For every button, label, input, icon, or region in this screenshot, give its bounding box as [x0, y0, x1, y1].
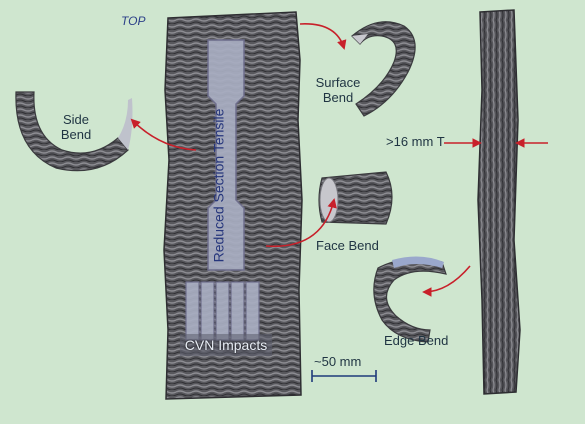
reduced-section-tensile-label: Reduced Section Tensile [210, 108, 227, 263]
surface-bend-label: Surface Bend [312, 75, 364, 105]
specimen-arrows [130, 23, 548, 297]
cvn-impacts-label: CVN Impacts [184, 337, 268, 353]
cvn-label-backing [180, 334, 272, 356]
scale-bar [311, 370, 377, 382]
scale-label: ~50 mm [314, 354, 362, 369]
arrow-surface-bend [299, 23, 347, 50]
side-bend-label-line1: Side [62, 112, 90, 127]
side-bend-specimen [15, 91, 133, 172]
tensile-specimen [207, 39, 245, 271]
side-bend-label-line2: Bend [60, 127, 92, 142]
face-bend-specimen [318, 171, 393, 225]
face-bend-label: Face Bend [316, 238, 379, 253]
edge-bend-label: Edge Bend [384, 333, 449, 348]
side-view-strip [477, 9, 521, 395]
surface-bend-label-line1: Surface [315, 75, 361, 90]
arrow-edge-bend [422, 265, 471, 297]
surface-bend-specimen [351, 21, 416, 117]
arrow-face-bend [265, 198, 337, 248]
surface-bend-label-line2: Bend [322, 90, 354, 105]
edge-bend-specimen [373, 256, 447, 343]
thickness-label: >16 mm T [386, 134, 445, 149]
side-bend-label: Side Bend [56, 112, 96, 142]
arrow-side-bend [130, 118, 197, 151]
top-label: TOP [121, 14, 146, 28]
